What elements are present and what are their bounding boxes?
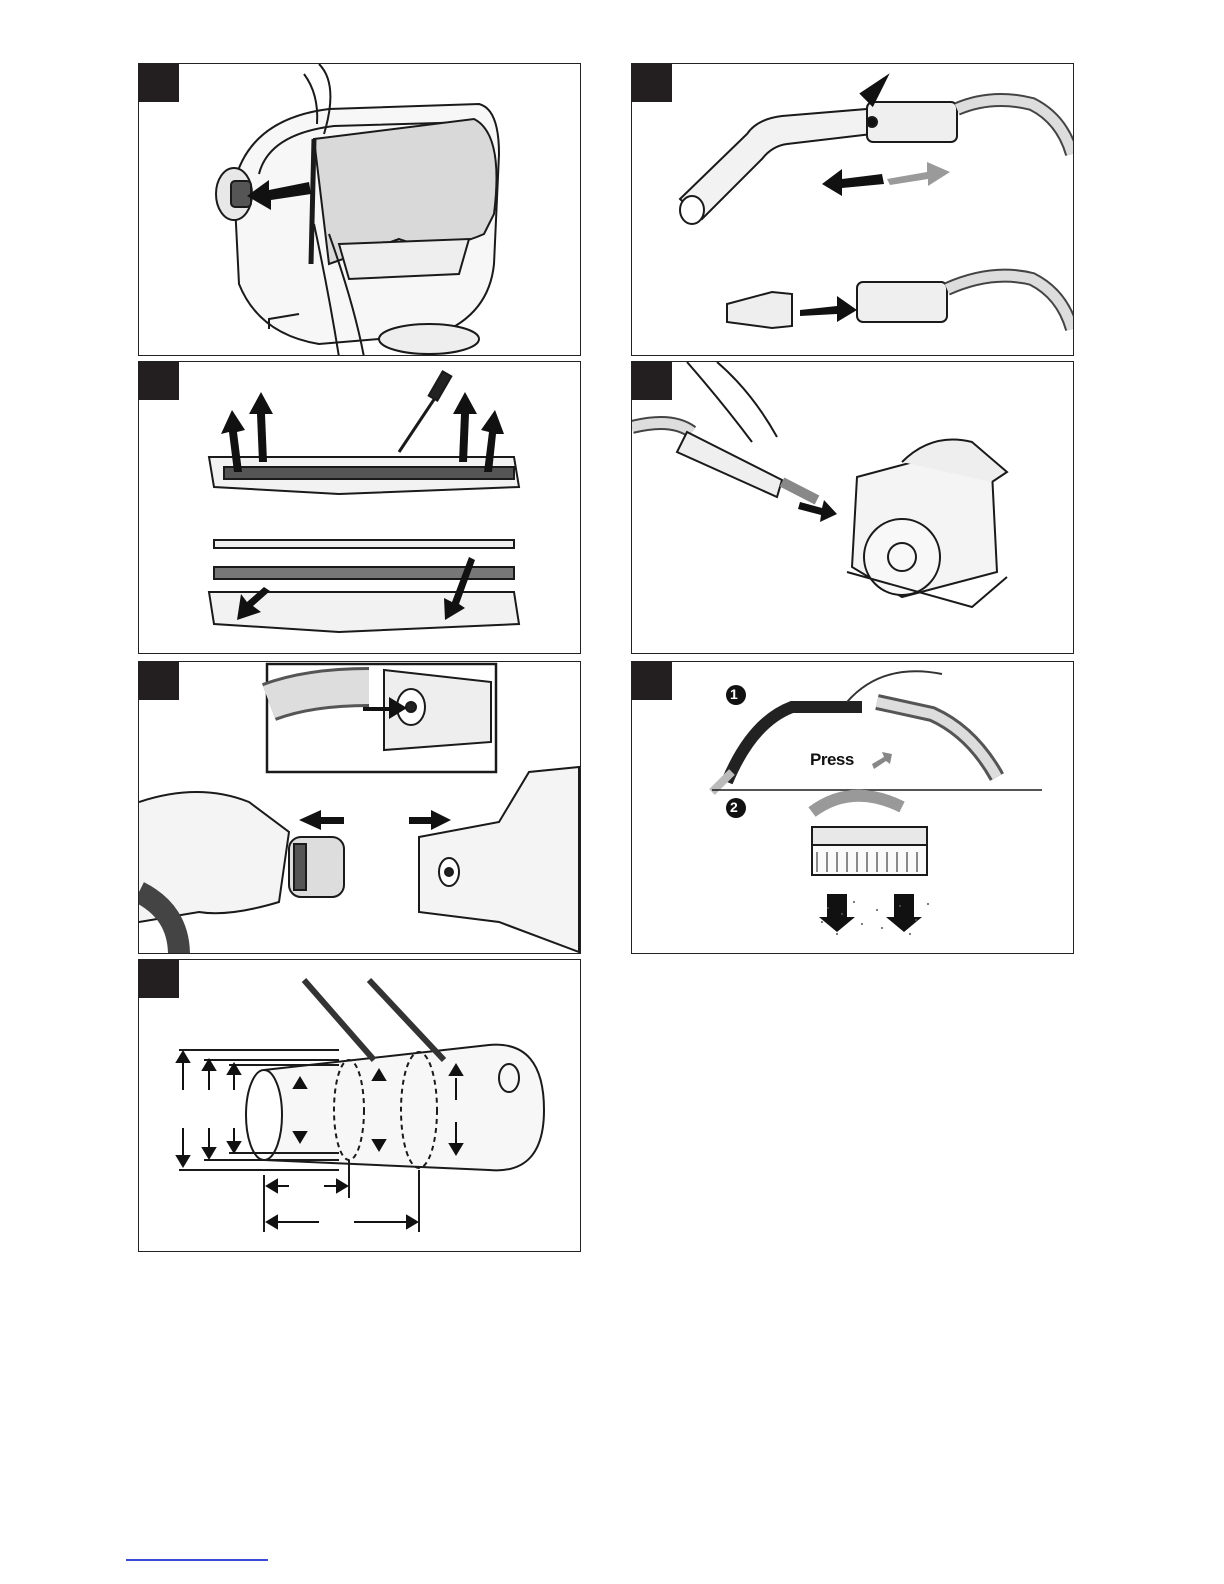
figure-panel-hose-adapter: [138, 661, 581, 954]
figure-panel-dust-bag: [138, 63, 581, 356]
figure-panel-adapter-cutting: [138, 959, 581, 1252]
step-1-marker: 1: [730, 686, 738, 702]
adapter-cutting-illustration: [139, 960, 581, 1252]
hose-handle-illustration: [632, 64, 1074, 356]
filter-cleaning-illustration: [632, 662, 1074, 954]
figure-panel-nozzle-strips: [138, 361, 581, 654]
figure-panel-filter-cleaning: 1 2 Press: [631, 661, 1074, 954]
hose-adapter-illustration: [139, 662, 581, 954]
figure-panel-hose-handle: [631, 63, 1074, 356]
figure-panel-power-tool: [631, 361, 1074, 654]
nozzle-strips-illustration: [139, 362, 581, 654]
footer-link-underline: [126, 1559, 268, 1561]
dust-bag-illustration: [139, 64, 581, 356]
power-tool-illustration: [632, 362, 1074, 654]
press-label: Press: [810, 750, 854, 770]
step-2-marker: 2: [730, 799, 738, 815]
